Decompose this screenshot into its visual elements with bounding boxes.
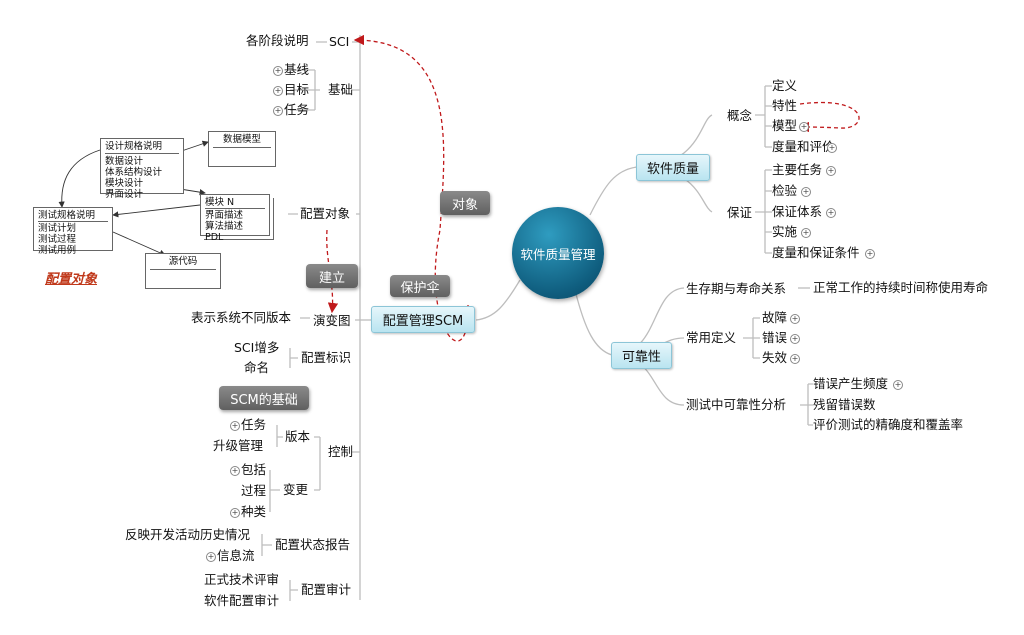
audit-item-review[interactable]: 正式技术评审 <box>204 572 280 587</box>
concept-item-definition[interactable]: 定义 <box>772 78 798 93</box>
analysis-label[interactable]: 测试中可靠性分析 <box>686 397 787 412</box>
sci-label[interactable]: SCI <box>329 34 350 49</box>
baseline-label[interactable]: 基础 <box>328 82 354 97</box>
def-error[interactable]: 错误 <box>762 330 788 345</box>
expand-icon[interactable]: + <box>790 354 800 364</box>
def-fault[interactable]: 故障 <box>762 310 788 325</box>
expand-icon[interactable]: + <box>230 508 240 518</box>
config-id-item-1[interactable]: SCI增多 <box>234 340 280 355</box>
assurance-item-implement[interactable]: 实施 <box>772 224 798 239</box>
design-spec-box: 设计规格说明 数据设计 体系结构设计 模块设计 界面设计 <box>100 138 184 200</box>
lifespan-desc[interactable]: 正常工作的持续时间称使用寿命 <box>813 280 989 295</box>
module-item: PDL <box>205 232 224 243</box>
assurance-item-task[interactable]: 主要任务 <box>772 162 823 177</box>
expand-icon[interactable]: + <box>865 249 875 259</box>
config-object-caption: 配置对象 <box>45 272 98 287</box>
version-label[interactable]: 版本 <box>285 429 311 444</box>
assurance-label[interactable]: 保证 <box>727 205 753 220</box>
expand-icon[interactable]: + <box>826 208 836 218</box>
module-item: 算法描述 <box>205 221 244 232</box>
status-report-item-flow[interactable]: 信息流 <box>217 548 255 563</box>
module-item: 界面描述 <box>205 210 244 221</box>
expand-icon[interactable]: + <box>827 143 837 153</box>
concept-item-model[interactable]: 模型 <box>772 118 798 133</box>
expand-icon[interactable]: + <box>826 166 836 176</box>
module-title: 模块 N <box>205 197 265 209</box>
data-model-title: 数据模型 <box>213 134 271 148</box>
change-item-kinds[interactable]: 种类 <box>241 504 267 519</box>
baseline-item-3[interactable]: 任务 <box>284 102 310 117</box>
expand-icon[interactable]: + <box>893 380 903 390</box>
expand-icon[interactable]: + <box>790 334 800 344</box>
expand-icon[interactable]: + <box>230 421 240 431</box>
source-code-box: 源代码 <box>145 253 221 289</box>
expand-icon[interactable]: + <box>799 122 809 132</box>
center-node[interactable]: 软件质量管理 <box>512 207 604 299</box>
version-item-upgrade[interactable]: 升级管理 <box>213 438 264 453</box>
change-item-include[interactable]: 包括 <box>241 462 267 477</box>
build-callout: 建立 <box>306 264 358 288</box>
concept-item-metric[interactable]: 度量和评价 <box>772 139 835 154</box>
expand-icon[interactable]: + <box>230 466 240 476</box>
def-failure[interactable]: 失效 <box>762 350 788 365</box>
lifespan-label[interactable]: 生存期与寿命关系 <box>686 281 787 296</box>
baseline-item-1[interactable]: 基线 <box>284 62 310 77</box>
change-item-process[interactable]: 过程 <box>241 483 267 498</box>
analysis-item-coverage[interactable]: 评价测试的精确度和覆盖率 <box>813 417 964 432</box>
config-object-label[interactable]: 配置对象 <box>300 206 351 221</box>
baseline-item-2[interactable]: 目标 <box>284 82 310 97</box>
analysis-item-residual[interactable]: 残留错误数 <box>813 397 876 412</box>
test-spec-item: 测试计划 <box>38 223 77 234</box>
version-item-task[interactable]: 任务 <box>241 417 267 432</box>
expand-icon[interactable]: + <box>801 228 811 238</box>
reliability-node[interactable]: 可靠性 <box>611 342 672 369</box>
config-id-item-2[interactable]: 命名 <box>244 360 270 375</box>
design-spec-item: 数据设计 <box>105 156 144 167</box>
expand-icon[interactable]: + <box>801 187 811 197</box>
scm-node[interactable]: 配置管理SCM <box>371 306 475 333</box>
audit-label[interactable]: 配置审计 <box>301 582 352 597</box>
change-label[interactable]: 变更 <box>283 482 309 497</box>
sci-desc[interactable]: 各阶段说明 <box>246 33 309 48</box>
status-report-item-history[interactable]: 反映开发活动历史情况 <box>125 527 251 542</box>
design-spec-title: 设计规格说明 <box>105 141 179 154</box>
expand-icon[interactable]: + <box>273 66 283 76</box>
evolution-label[interactable]: 演变图 <box>313 313 351 328</box>
status-report-label[interactable]: 配置状态报告 <box>275 537 351 552</box>
object-callout: 对象 <box>440 191 490 215</box>
concept-label[interactable]: 概念 <box>727 108 753 123</box>
expand-icon[interactable]: + <box>273 86 283 96</box>
expand-icon[interactable]: + <box>273 106 283 116</box>
analysis-item-frequency[interactable]: 错误产生频度 <box>813 376 889 391</box>
test-spec-item: 测试用例 <box>38 245 77 256</box>
data-model-box: 数据模型 <box>208 131 276 167</box>
control-label[interactable]: 控制 <box>328 444 354 459</box>
test-spec-title: 测试规格说明 <box>38 210 108 222</box>
audit-item-config[interactable]: 软件配置审计 <box>204 593 280 608</box>
design-spec-item: 模块设计 <box>105 178 144 189</box>
module-box: 模块 N 界面描述 算法描述 PDL <box>200 194 270 243</box>
design-spec-item: 体系结构设计 <box>105 167 163 178</box>
expand-icon[interactable]: + <box>790 314 800 324</box>
design-spec-item: 界面设计 <box>105 189 144 200</box>
assurance-item-check[interactable]: 检验 <box>772 183 798 198</box>
umbrella-callout: 保护伞 <box>390 275 450 297</box>
assurance-item-system[interactable]: 保证体系 <box>772 204 823 219</box>
quality-node[interactable]: 软件质量 <box>636 154 710 181</box>
test-spec-item: 测试过程 <box>38 234 77 245</box>
concept-item-feature[interactable]: 特性 <box>772 98 798 113</box>
expand-icon[interactable]: + <box>206 552 216 562</box>
common-defs-label[interactable]: 常用定义 <box>686 330 737 345</box>
source-code-title: 源代码 <box>150 256 216 270</box>
assurance-item-conditions[interactable]: 度量和保证条件 <box>772 245 860 260</box>
foundation-callout: SCM的基础 <box>219 386 309 410</box>
config-id-label[interactable]: 配置标识 <box>301 350 352 365</box>
test-spec-box: 测试规格说明 测试计划 测试过程 测试用例 <box>33 207 113 256</box>
evolution-desc[interactable]: 表示系统不同版本 <box>191 310 292 325</box>
